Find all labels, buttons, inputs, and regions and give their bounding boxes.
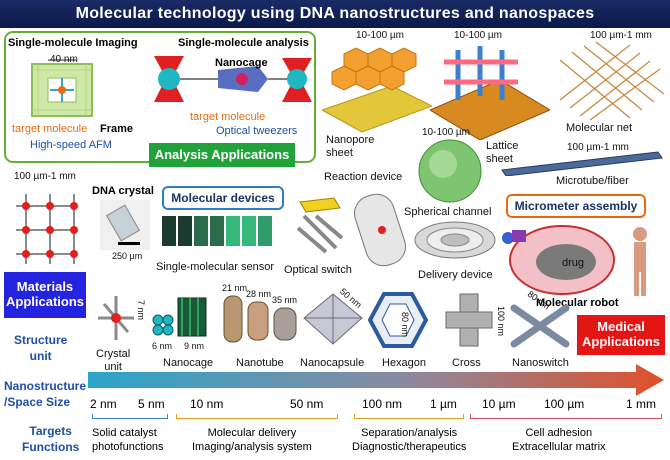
- nanocage-illustration: [152, 297, 207, 337]
- tick-label: 5 nm: [138, 397, 165, 411]
- spherical-size-label: 10-100 µm: [422, 127, 471, 138]
- micrometer-assembly-header: Micrometer assembly: [506, 194, 646, 218]
- hexagon-illustration: [368, 292, 428, 348]
- analysis-applications-tag: Analysis Applications: [149, 143, 295, 167]
- spherical-channel-illustration: [418, 139, 482, 203]
- sensor-label: Single-molecular sensor: [156, 261, 274, 273]
- nanopore-size-label: 10-100 µm: [356, 30, 405, 41]
- nanopore-sheet-label: Nanopore sheet: [326, 134, 375, 159]
- reaction-device-illustration: [354, 193, 406, 267]
- crystal-shape: [105, 204, 141, 242]
- lattice-sheet-label: Lattice sheet: [486, 140, 519, 165]
- range-bracket-4: [470, 414, 662, 419]
- afm-label: High-speed AFM: [30, 139, 112, 151]
- molecular-robot-illustration: [502, 225, 647, 296]
- range-bracket-2: [176, 414, 338, 419]
- materials-applications-tag: Materials Applications: [4, 272, 86, 318]
- nanotube-dim-21nm: 21 nm: [222, 283, 248, 293]
- target-function-4: Cell adhesion Extracellular matrix: [512, 427, 606, 454]
- hexagon-label: Hexagon: [382, 357, 427, 369]
- dna-crystal-photo: [100, 200, 150, 250]
- tick-label: 1 mm: [626, 397, 656, 411]
- molecular-robot-label: Molecular robot: [536, 297, 619, 309]
- microtube-illustration: [501, 151, 663, 176]
- nanocage-dim-9nm: 9 nm: [184, 341, 205, 351]
- materials-size-label: 100 µm-1 mm: [14, 171, 76, 182]
- nanopore-sheet-illustration: [322, 47, 432, 133]
- molecular-net-label: Molecular net: [566, 122, 633, 134]
- molecular-net-illustration: [560, 41, 665, 120]
- cross-dim: 100 nm: [496, 306, 506, 337]
- nanotube-label: Nanotube: [236, 357, 284, 369]
- molecular-devices-header: Molecular devices: [162, 186, 284, 210]
- tick-label: 2 nm: [90, 397, 117, 411]
- tick-label: 100 µm: [544, 397, 585, 411]
- lattice-size-label: 10-100 µm: [454, 30, 503, 41]
- microtube-label: Microtube/fiber: [556, 175, 629, 187]
- delivery-device-label: Delivery device: [418, 269, 493, 281]
- nanocapsule-label: Nanocapsule: [300, 357, 365, 369]
- range-bracket-1: [92, 414, 168, 419]
- target-function-1: Solid catalyst photofunctions: [92, 427, 164, 454]
- target-function-3: Separation/analysis Diagnostic/therapeut…: [352, 427, 467, 454]
- targets-row-label: Targets Functions: [22, 424, 80, 454]
- optical-switch-illustration: [296, 197, 344, 254]
- dna-crystal-label: DNA crystal: [92, 185, 154, 197]
- nanoswitch-label: Nanoswitch: [512, 357, 569, 369]
- nanotube-dim-35nm: 35 nm: [272, 295, 298, 305]
- nanocage-label-top: Nanocage: [215, 57, 268, 69]
- nanotube-illustration: [223, 295, 297, 343]
- nanocage-dim-6nm: 6 nm: [152, 341, 173, 351]
- tick-label: 100 nm: [362, 397, 403, 411]
- nanocapsule-illustration: [303, 293, 363, 345]
- title-bar: [0, 0, 670, 28]
- nanotube-dim-28nm: 28 nm: [246, 289, 272, 299]
- crystal-unit-label: Crystal unit: [96, 348, 131, 373]
- microtube-size-label: 100 µm-1 mm: [567, 142, 629, 153]
- crystal-lattice-illustration: [16, 194, 78, 264]
- medical-tag-text: Medical Applications: [581, 319, 660, 349]
- frame-label: Frame: [100, 123, 134, 135]
- target-molecule-label-1: target molecule: [12, 123, 88, 135]
- afm-frame-illustration: [31, 59, 93, 117]
- sensor-illustration: [162, 216, 272, 246]
- tick-label: 50 nm: [290, 397, 324, 411]
- net-size-label: 100 µm-1 mm: [590, 30, 652, 41]
- page-title: Molecular technology using DNA nanostruc…: [75, 5, 595, 22]
- drug-label: drug: [562, 257, 585, 269]
- spherical-channel-label: Spherical channel: [404, 206, 492, 218]
- crystal-unit-dim: 7 nm: [136, 300, 146, 321]
- lattice-sheet-illustration: [430, 46, 550, 140]
- imaging-title: Single-molecule Imaging: [8, 37, 138, 49]
- hexagon-dim: 80 nm: [400, 312, 410, 338]
- crystal-unit-illustration: [98, 296, 134, 340]
- tick-label: 10 µm: [482, 397, 516, 411]
- medical-applications-tag: Medical Applications: [577, 315, 665, 355]
- scale-bar: [118, 242, 140, 245]
- nanoswitch-illustration: [510, 304, 570, 348]
- cross-illustration: [445, 293, 493, 347]
- analysis-title: Single-molecule analysis: [178, 37, 309, 49]
- delivery-device-illustration: [414, 221, 496, 259]
- tick-label: 10 nm: [190, 397, 224, 411]
- optical-switch-label: Optical switch: [284, 264, 352, 276]
- target-function-2: Molecular delivery Imaging/analysis syst…: [192, 427, 312, 454]
- size-row-label: Nanostructure /Space Size: [4, 379, 87, 410]
- optical-tweezers-label: Optical tweezers: [216, 125, 298, 137]
- structure-unit-row-label: Structure unit: [14, 333, 68, 364]
- cross-label: Cross: [452, 357, 481, 369]
- reaction-device-label: Reaction device: [324, 171, 403, 183]
- materials-tag-text: Materials Applications: [5, 279, 84, 309]
- nanocage-label: Nanocage: [163, 357, 214, 369]
- size-scale-arrow: [88, 364, 664, 396]
- crystal-scale-label: 250 µm: [112, 251, 143, 261]
- tick-label: 1 µm: [430, 397, 457, 411]
- optical-tweezers-illustration: [154, 56, 312, 102]
- afm-size-label: 40 nm: [50, 54, 78, 65]
- target-molecule-label-2: target molecule: [190, 111, 266, 123]
- range-bracket-3: [354, 414, 464, 419]
